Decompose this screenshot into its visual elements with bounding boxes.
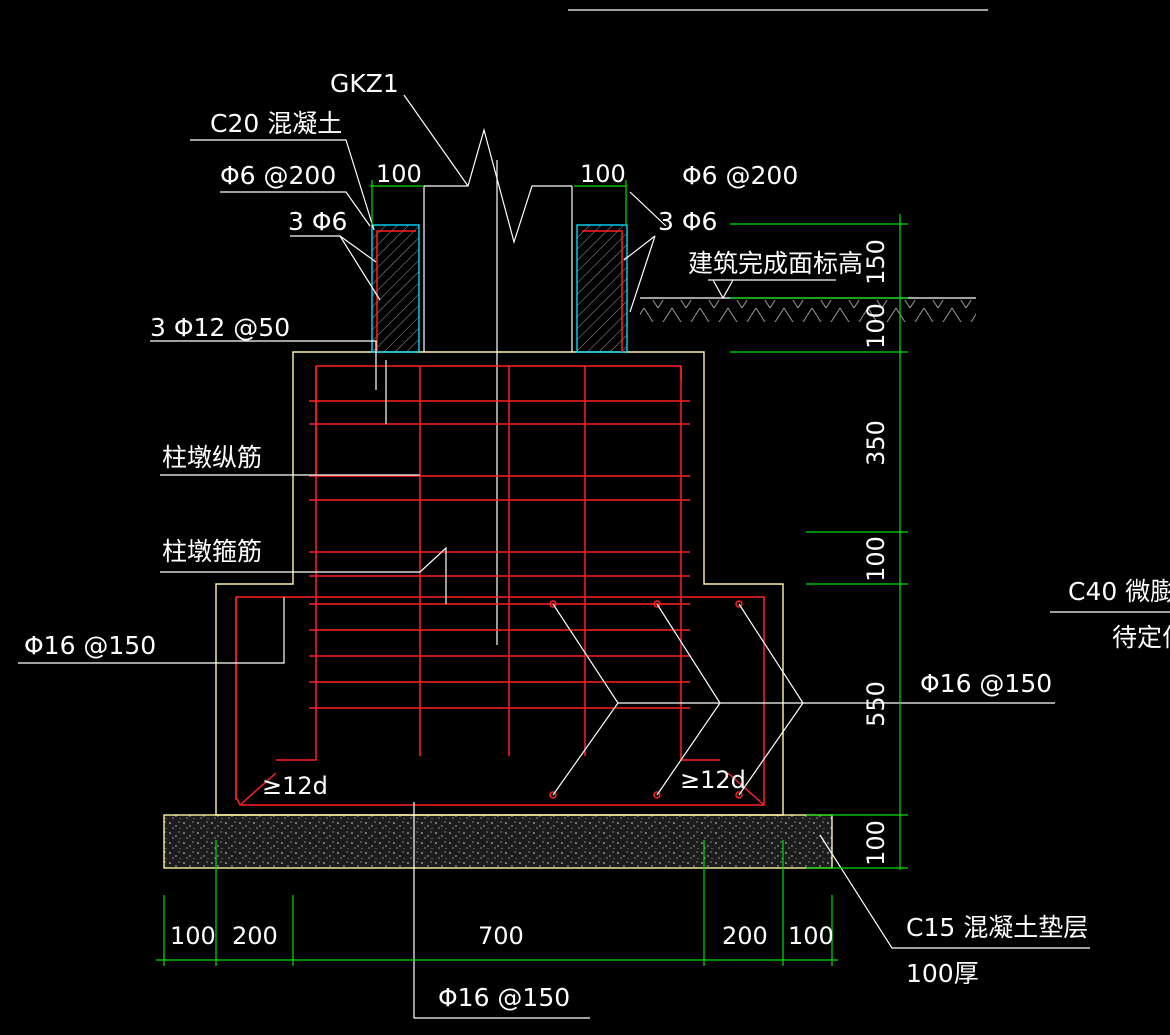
- dim-vertical-350: 350: [862, 420, 890, 466]
- dim-top-right: 100: [580, 160, 626, 188]
- cushion-layer: [163, 814, 833, 869]
- rebar-bottom-label: Φ16 @150: [438, 983, 570, 1012]
- concrete-c20-label: C20 混凝土: [210, 109, 342, 138]
- dim-vertical-100a: 100: [862, 303, 890, 349]
- bars-left-label: 3 Φ6: [288, 207, 347, 236]
- stirrup-left-label: Φ6 @200: [220, 161, 336, 190]
- c40-label-line1: C40 微膨胀纟: [1068, 577, 1170, 606]
- cushion-label-line1: C15 混凝土垫层: [906, 913, 1088, 942]
- dim-top-left: 100: [376, 160, 422, 188]
- rebar-right-label: Φ16 @150: [920, 669, 1052, 698]
- anchor-left-label: ≥12d: [262, 772, 328, 800]
- bars-top-label: 3 Φ12 @50: [150, 313, 290, 342]
- rebar-dots: [549, 600, 743, 799]
- pier-long-bars-label: 柱墩纵筋: [162, 443, 262, 472]
- dim-vertical-550: 550: [862, 681, 890, 727]
- dim-horizontal-200a: 200: [232, 922, 278, 950]
- stub-rebar-left: [376, 230, 416, 352]
- rebar-left-label: Φ16 @150: [24, 631, 156, 660]
- stirrup-right-label: Φ6 @200: [682, 161, 798, 190]
- stub-rebar-right: [582, 230, 623, 352]
- column-stub-right: [576, 224, 628, 353]
- ground-hatch: [640, 300, 976, 322]
- c40-label-line2: 待定位月: [1112, 623, 1170, 652]
- anchor-right-label: ≥12d: [680, 766, 746, 794]
- pier-stirrups-label: 柱墩箍筋: [162, 537, 262, 566]
- dim-vertical-150: 150: [862, 239, 890, 285]
- dim-horizontal-700: 700: [478, 922, 524, 950]
- dim-vertical-100b: 100: [862, 536, 890, 582]
- dim-horizontal-200b: 200: [722, 922, 768, 950]
- column-label: GKZ1: [330, 69, 399, 98]
- dim-horizontal-100b: 100: [788, 922, 834, 950]
- column-break-symbol: [424, 127, 572, 245]
- dim-horizontal-100a: 100: [170, 922, 216, 950]
- rebar-cage: [235, 365, 765, 806]
- dimension-lines: [156, 180, 908, 966]
- leader-lines: [18, 94, 1170, 1019]
- pier-outline: [215, 351, 784, 816]
- dim-vertical-100c: 100: [862, 820, 890, 866]
- column-stub-left: [371, 224, 420, 353]
- finish-level-marker: [708, 279, 836, 300]
- bars-right-label: 3 Φ6: [658, 207, 717, 236]
- cushion-label-line2: 100厚: [906, 959, 979, 988]
- finish-level-label: 建筑完成面标高: [688, 249, 863, 278]
